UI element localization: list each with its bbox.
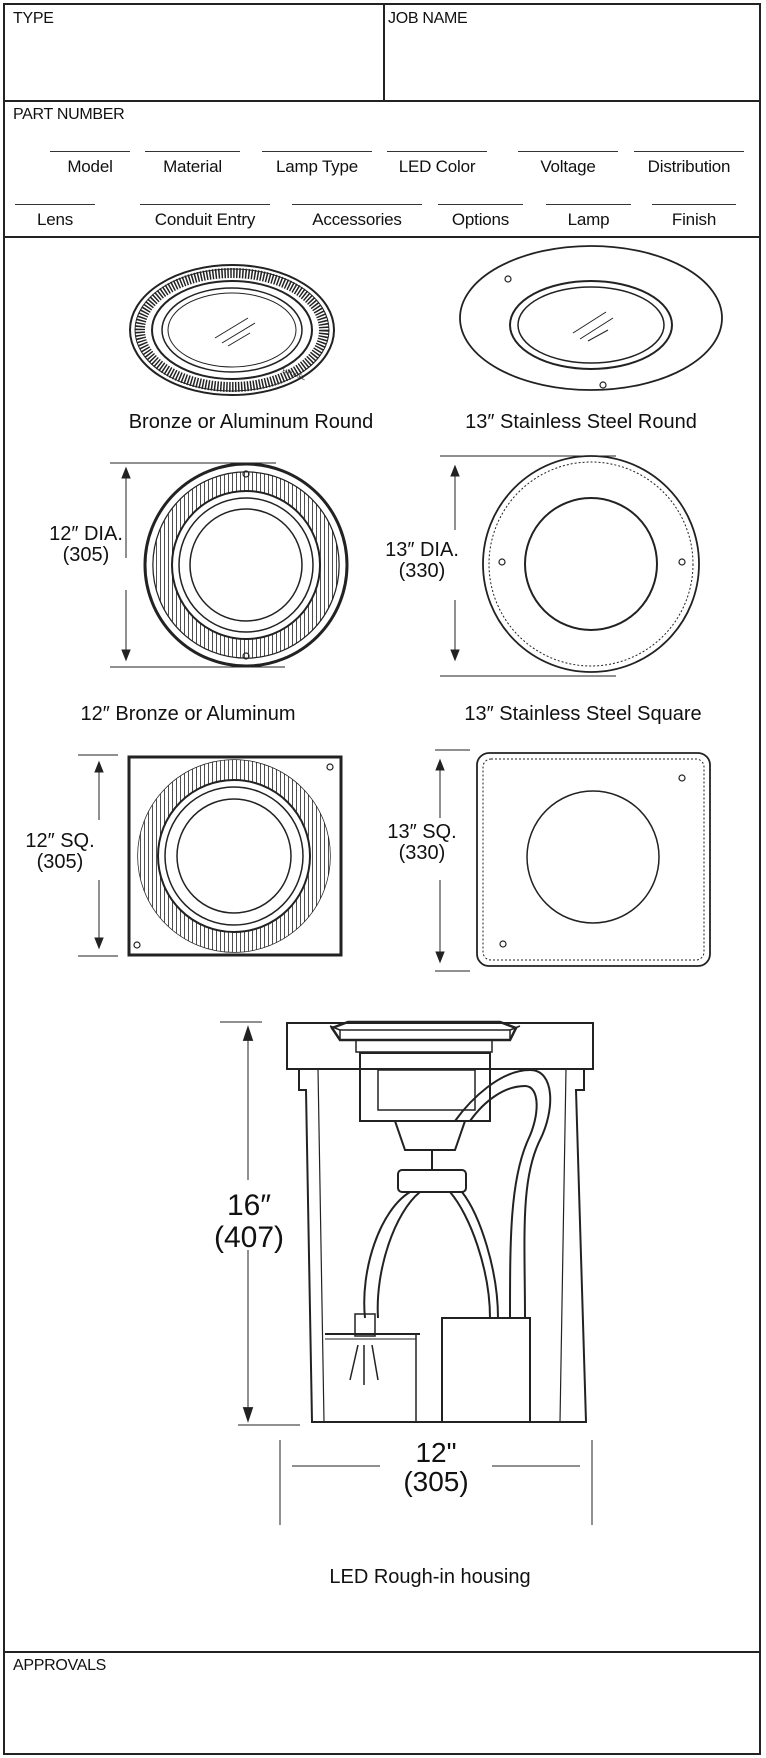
field-model[interactable]: Model [50,151,130,177]
divider-approvals [5,1651,759,1653]
caption-housing: LED Rough-in housing [329,1566,531,1588]
field-lamp-type[interactable]: Lamp Type [262,151,372,177]
rough-in-housing-drawing [220,1020,594,1525]
field-led-color[interactable]: LED Color [387,151,487,177]
caption-stainless-square: 13″ Stainless Steel Square [464,703,702,725]
dim-12-sq: 12″ SQ.(305) [25,830,95,873]
divider-part-number [5,236,759,238]
caption-bronze-round: Bronze or Aluminum Round [128,411,374,433]
dim-12-dia: 12″ DIA.(305) [49,523,123,566]
caption-stainless-round: 13″ Stainless Steel Round [465,411,697,433]
field-material[interactable]: Material [145,151,240,177]
part-number-label: PART NUMBER [13,106,125,123]
field-options[interactable]: Options [438,204,523,230]
field-conduit-entry[interactable]: Conduit Entry [140,204,270,230]
dim-13-dia: 13″ DIA.(330) [385,539,459,582]
bronze-round-perspective-drawing [129,264,335,396]
stainless-13-dia-plan-drawing [440,455,700,677]
field-voltage[interactable]: Voltage [518,151,618,177]
dim-width: 12"(305) [403,1437,469,1498]
spec-sheet-frame [3,3,761,1755]
divider-header [5,100,759,102]
dim-13-sq: 13″ SQ.(330) [387,821,457,864]
stainless-round-perspective-drawing [459,245,723,391]
caption-bronze-12: 12″ Bronze or Aluminum [80,703,296,725]
approvals-label: APPROVALS [13,1657,107,1674]
divider-type-job [383,5,385,100]
field-lamp[interactable]: Lamp [546,204,631,230]
field-accessories[interactable]: Accessories [292,204,422,230]
field-distribution[interactable]: Distribution [634,151,744,177]
field-finish[interactable]: Finish [652,204,736,230]
dim-height: 16″(407) [213,1189,285,1254]
job-name-label[interactable]: JOB NAME [388,10,468,27]
bronze-12-dia-plan-drawing [110,462,349,668]
stainless-13-sq-plan-drawing [435,749,711,972]
field-lens[interactable]: Lens [15,204,95,230]
type-label: TYPE [13,10,54,27]
bronze-12-sq-plan-drawing [78,754,343,957]
